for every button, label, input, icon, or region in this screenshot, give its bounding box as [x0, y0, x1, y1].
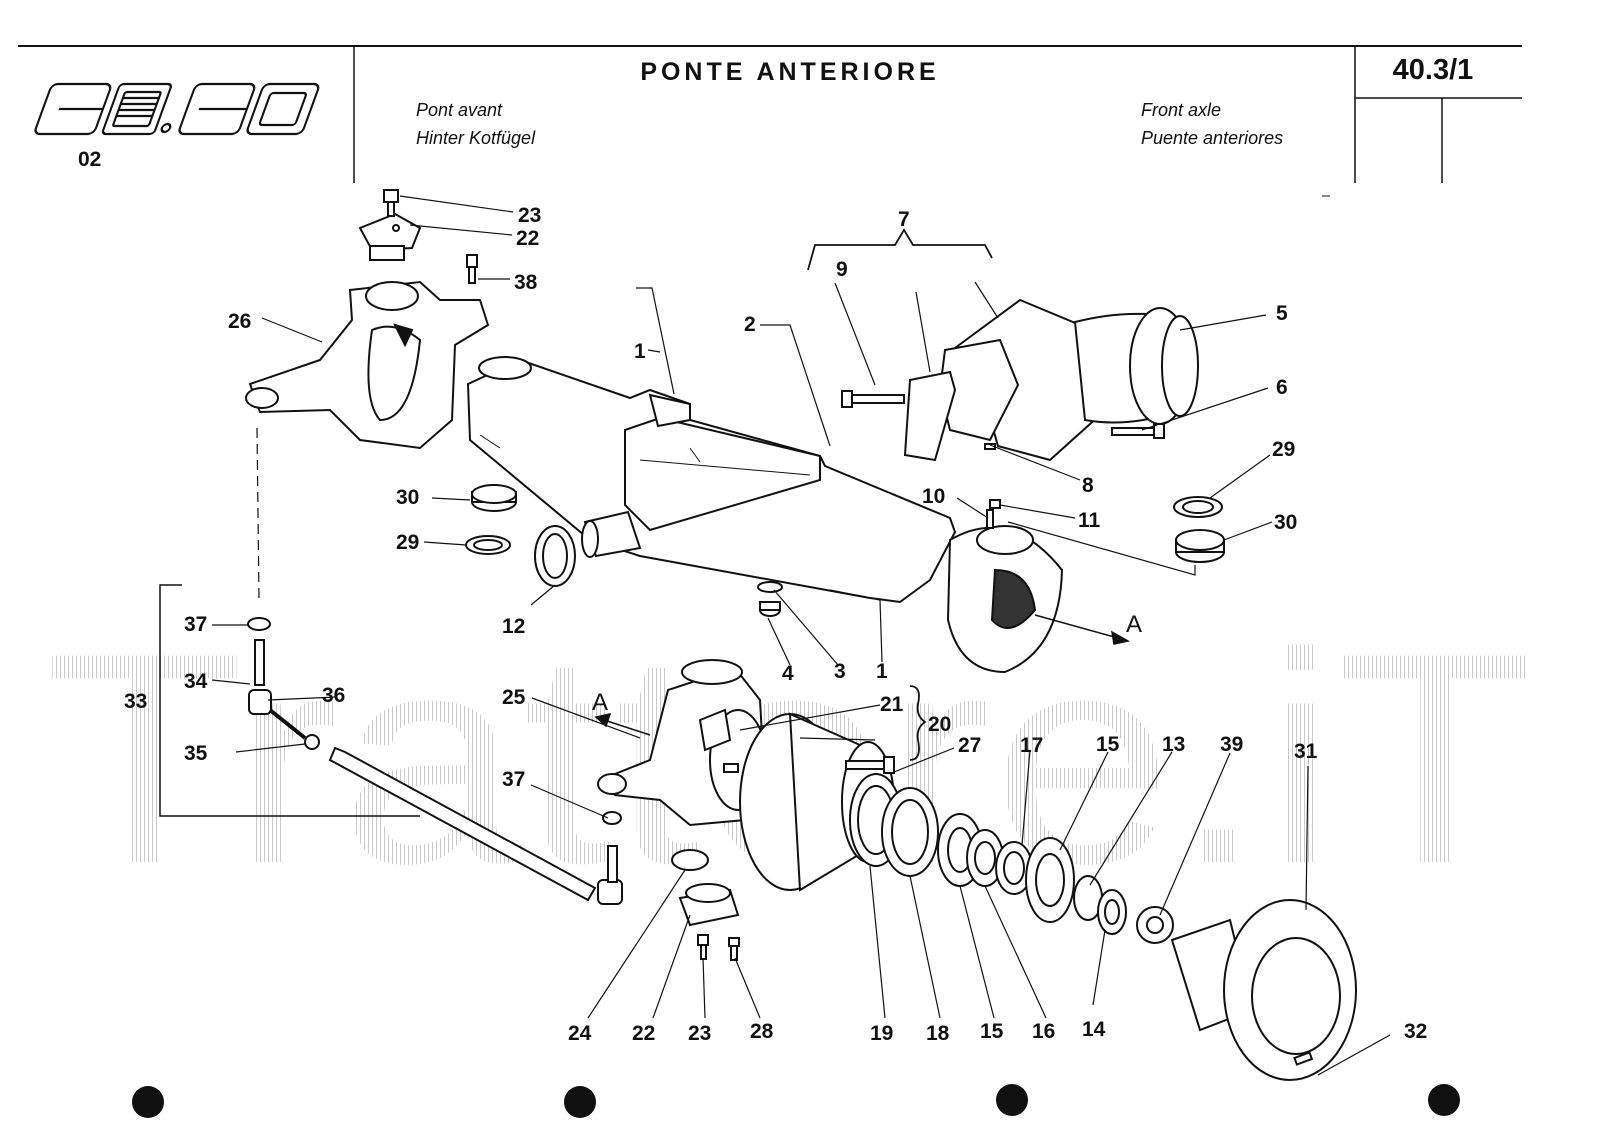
header-frame: [18, 45, 1522, 197]
callout-25: 25: [502, 686, 526, 709]
callout-20: 20: [928, 713, 951, 736]
callout-16: 16: [1032, 1020, 1055, 1043]
callout-34: 34: [184, 670, 208, 693]
callout-29: 29: [396, 531, 419, 554]
bracket-33: [159, 584, 420, 817]
left-steering-knuckle: [245, 280, 490, 450]
callout-1: 1: [634, 340, 646, 363]
callout-4: 4: [782, 662, 794, 685]
callout-37: 37: [184, 613, 207, 636]
callout-a: A: [592, 689, 608, 716]
callout-28: 28: [750, 1020, 774, 1043]
callout-9: 9: [836, 258, 848, 281]
callout-24: 24: [568, 1022, 592, 1045]
callout-8: 8: [1082, 474, 1094, 497]
seal-rings: [465, 484, 1225, 617]
callout-15: 15: [980, 1020, 1004, 1043]
final-drive-housing: [1170, 899, 1357, 1081]
callout-19: 19: [870, 1022, 893, 1045]
tie-rod-assembly: [247, 427, 740, 961]
callout-32: 32: [1404, 1020, 1427, 1043]
subtitle-german: Hinter Kotfügel: [416, 128, 536, 148]
subtitle-spanish: Puente anteriores: [1141, 128, 1284, 148]
callout-38: 38: [514, 271, 538, 294]
callout-23: 23: [688, 1022, 711, 1045]
callout-17: 17: [1020, 734, 1043, 757]
callout-6: 6: [1276, 376, 1288, 399]
page-code: 40.3/1: [1392, 54, 1474, 86]
callout-39: 39: [1220, 733, 1243, 756]
callout-13: 13: [1162, 733, 1185, 756]
bracket-7: [807, 228, 993, 271]
callout-3: 3: [834, 660, 846, 683]
callout-10: 10: [922, 485, 945, 508]
callout-36: 36: [322, 684, 345, 707]
subtitle-french: Pont avant: [416, 100, 503, 120]
callout-21: 21: [880, 693, 904, 716]
callout-1: 1: [876, 660, 888, 683]
callout-22: 22: [516, 227, 539, 250]
callout-35: 35: [184, 742, 208, 765]
leader-lines: [211, 195, 1391, 1076]
callout-5: 5: [1276, 302, 1288, 325]
top-pivot-cap: [358, 189, 478, 284]
right-swivel-housing: [946, 525, 1064, 674]
callout-12: 12: [502, 615, 525, 638]
callout-31: 31: [1294, 740, 1318, 763]
callout-18: 18: [926, 1022, 950, 1045]
bearing-stack: [849, 773, 1174, 944]
callout-11: 11: [1078, 509, 1101, 532]
differential-carrier: [841, 298, 1199, 462]
callout-labels: 23 22 38 26 7 9 1 2 5 6 29 8 30 10 11 30…: [124, 204, 1427, 1045]
arrow-a-markers: [594, 614, 1131, 736]
subtitle-english: Front axle: [1141, 100, 1222, 120]
callout-37: 37: [502, 768, 525, 791]
page-title: PONTE ANTERIORE: [640, 58, 940, 86]
callout-22: 22: [632, 1022, 655, 1045]
axle-housing: [466, 356, 957, 604]
brand-logo: [34, 82, 320, 136]
callout-23: 23: [518, 204, 541, 227]
callout-30: 30: [396, 486, 419, 509]
callout-2: 2: [744, 313, 756, 336]
callout-a: A: [1126, 611, 1142, 638]
callout-15: 15: [1096, 733, 1120, 756]
bracket-20: [909, 685, 927, 761]
model-code: 02: [78, 148, 102, 171]
callout-27: 27: [958, 734, 981, 757]
callout-7: 7: [898, 208, 910, 231]
callout-29: 29: [1272, 438, 1295, 461]
callout-30: 30: [1274, 511, 1297, 534]
callout-14: 14: [1082, 1018, 1106, 1041]
binder-holes: [132, 1084, 1460, 1118]
callout-33: 33: [124, 690, 147, 713]
callout-26: 26: [228, 310, 251, 333]
